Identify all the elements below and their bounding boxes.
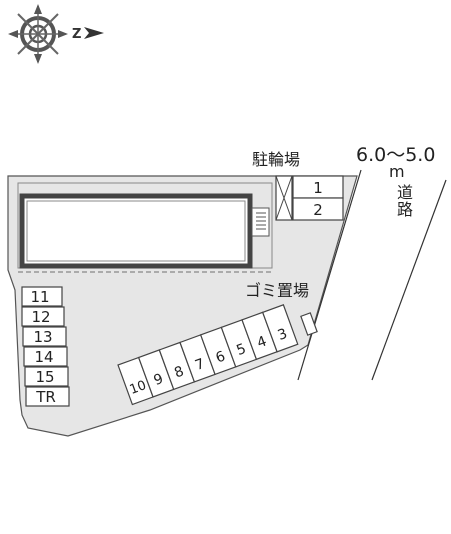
parking-space xyxy=(21,306,65,327)
road-width-unit: m xyxy=(389,162,405,181)
parking-space xyxy=(21,286,63,307)
bike-slot xyxy=(292,197,344,221)
parking-space-number: 13 xyxy=(33,328,52,346)
building xyxy=(19,193,253,269)
road-edge-line xyxy=(371,179,447,381)
parking-space xyxy=(24,366,69,387)
parking-space xyxy=(23,346,68,367)
parking-space-number: 15 xyxy=(35,368,54,386)
road-label: 道路 xyxy=(394,184,413,218)
parking-space-number: TR xyxy=(35,388,56,406)
compass-icon xyxy=(8,4,68,64)
garbage-area-label: ゴミ置場 xyxy=(245,281,310,300)
north-letter: Z xyxy=(72,27,81,42)
parking-space xyxy=(22,326,67,347)
building-inner xyxy=(26,200,246,262)
bicycle-parking-label: 駐輪場 xyxy=(252,150,301,169)
parking-space-number: 12 xyxy=(31,308,50,326)
parking-space xyxy=(25,386,70,407)
parking-space-number: 14 xyxy=(34,348,53,366)
bike-slot-number: 2 xyxy=(313,201,323,219)
bike-slot-number: 1 xyxy=(313,179,323,197)
garbage-area xyxy=(300,312,318,336)
stairs xyxy=(251,207,270,237)
parking-space-number: 10 xyxy=(128,378,149,398)
road-width-label: 6.0～5.0 xyxy=(356,144,436,166)
north-arrow-icon xyxy=(84,27,104,39)
road-edge-line xyxy=(297,169,362,381)
parking-space-number: 11 xyxy=(30,288,49,306)
parking-space xyxy=(261,304,299,353)
